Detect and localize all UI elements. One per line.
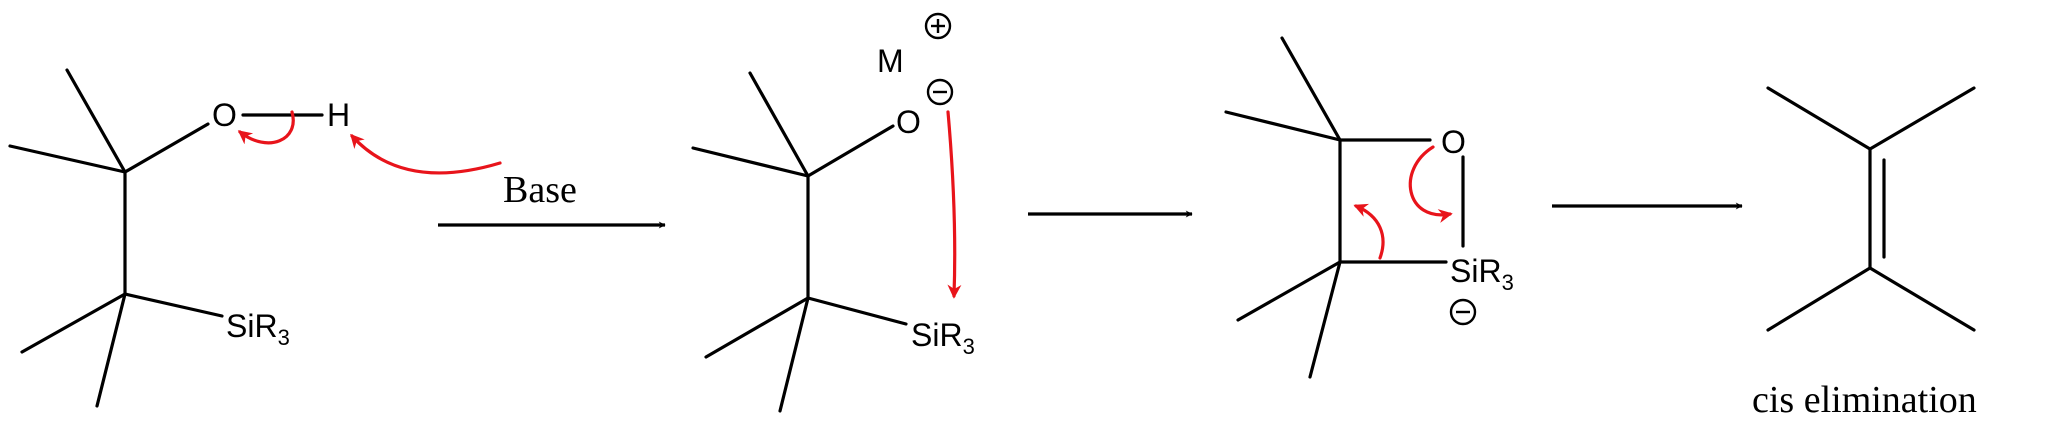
bond <box>20 292 127 354</box>
silicon-group: SiR3 <box>226 308 290 350</box>
bond <box>123 292 224 318</box>
bond <box>704 296 810 359</box>
bond <box>95 292 127 408</box>
curly-arrow-icon <box>237 110 295 145</box>
silicon-group: SiR3 <box>911 317 975 359</box>
cis-elimination-caption: cis elimination <box>1752 379 1977 421</box>
bond <box>806 296 908 326</box>
curly-arrow-icon <box>350 133 502 175</box>
oxygen-atom: O <box>896 104 921 140</box>
hydrogen-atom: H <box>327 97 350 133</box>
bond <box>8 144 127 174</box>
oxygen-atom: O <box>1441 124 1466 160</box>
minus-charge-icon <box>926 78 954 106</box>
bond <box>1280 36 1342 142</box>
molecule-alkene: cis elimination <box>1752 86 1977 421</box>
curly-arrow-icon <box>946 110 962 299</box>
metal-atom: M <box>877 43 904 79</box>
molecule-hydroxysilane: O H SiR3 <box>8 68 502 408</box>
plus-charge-icon <box>924 12 952 40</box>
curly-arrow-icon <box>1353 203 1385 260</box>
bond <box>1236 260 1342 322</box>
reaction-arrow-1: Base <box>438 169 666 229</box>
reagent-label: Base <box>503 169 577 211</box>
molecule-oxasiletanide: O SiR3 <box>1224 36 1514 379</box>
bond <box>806 124 895 178</box>
bond <box>1308 260 1342 379</box>
bond <box>65 68 127 174</box>
bond <box>748 71 810 178</box>
bond <box>1868 266 1976 332</box>
bond <box>1766 266 1872 332</box>
bond <box>1766 86 1872 151</box>
molecule-alkoxide: O M SiR3 <box>691 12 975 413</box>
oxygen-atom: O <box>212 97 237 133</box>
curly-arrow-icon <box>1408 145 1453 223</box>
bond <box>1868 86 1976 151</box>
minus-charge-icon <box>1449 298 1477 326</box>
silicon-group: SiR3 <box>1450 253 1514 295</box>
bond <box>1224 110 1342 142</box>
bond <box>778 296 810 413</box>
bond <box>123 122 210 174</box>
bond <box>691 146 810 178</box>
